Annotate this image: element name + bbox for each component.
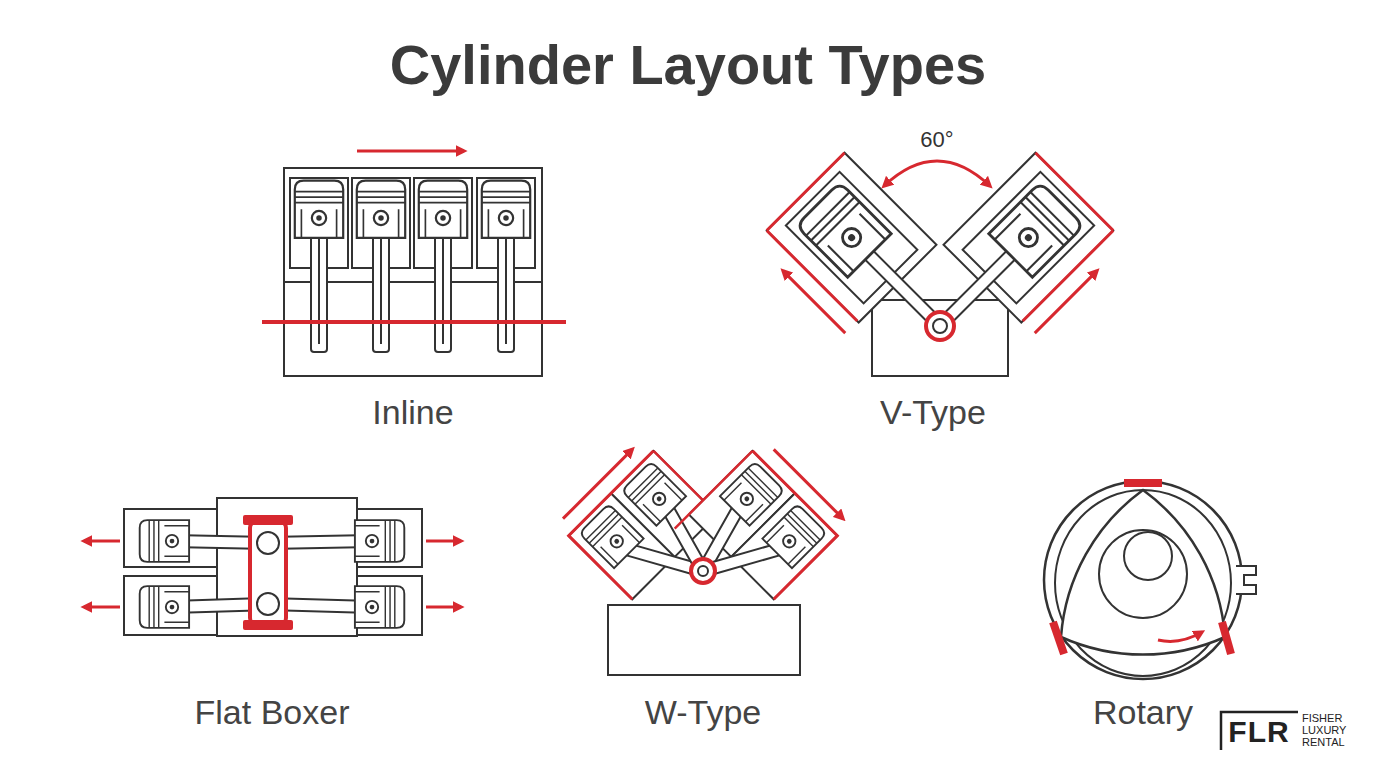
motion-arrow bbox=[563, 449, 632, 518]
bank-outline bbox=[1023, 231, 1114, 322]
piston bbox=[419, 181, 467, 238]
bank-outline bbox=[689, 451, 837, 599]
engine-block bbox=[284, 168, 542, 376]
crank-pin bbox=[933, 319, 947, 333]
motion-arrow bbox=[774, 449, 843, 518]
bank-outline bbox=[1035, 153, 1113, 231]
crank-journal bbox=[691, 559, 715, 583]
motion-arrow bbox=[783, 271, 845, 333]
rod-slot bbox=[318, 236, 320, 344]
piston bbox=[989, 182, 1084, 277]
rotor bbox=[1061, 490, 1225, 655]
engine-block bbox=[608, 605, 800, 675]
crank-pin bbox=[257, 593, 279, 615]
rotation-arrow bbox=[1158, 632, 1202, 641]
motion-arrow bbox=[84, 606, 120, 609]
piston bbox=[357, 181, 405, 238]
rod-slot bbox=[442, 236, 444, 344]
piston bbox=[295, 181, 343, 238]
layout-caption: Rotary bbox=[1093, 693, 1193, 732]
rod-slot bbox=[380, 236, 382, 344]
diagram-title: Cylinder Layout Types bbox=[0, 30, 1376, 100]
flat-boxer-engine bbox=[84, 498, 461, 636]
inline-engine bbox=[262, 151, 566, 376]
cylinder-bank bbox=[755, 153, 979, 377]
bank-outline bbox=[767, 231, 858, 322]
connecting-rod bbox=[861, 247, 940, 326]
motion-arrow bbox=[84, 540, 120, 543]
connecting-rod bbox=[373, 228, 389, 352]
motion-arrow bbox=[426, 606, 461, 609]
apex-seal bbox=[1222, 622, 1231, 654]
angle-label: 60° bbox=[920, 127, 953, 153]
cylinder-bank bbox=[668, 439, 849, 620]
piston bbox=[482, 181, 530, 238]
piston bbox=[140, 520, 189, 562]
layout-caption: Flat Boxer bbox=[195, 693, 350, 732]
crank-web bbox=[243, 620, 293, 630]
w-type-engine bbox=[557, 439, 848, 675]
piston bbox=[622, 461, 686, 525]
crankshaft bbox=[250, 522, 286, 624]
cylinder-bank bbox=[901, 153, 1125, 377]
eccentric-shaft bbox=[1124, 532, 1172, 580]
connecting-rods bbox=[311, 228, 514, 352]
piston bbox=[762, 504, 826, 568]
angle-arrow bbox=[884, 161, 990, 186]
layout-caption: V-Type bbox=[880, 393, 986, 432]
motion-arrow bbox=[426, 540, 461, 543]
crank-pin bbox=[698, 566, 708, 576]
rod-slot bbox=[505, 236, 507, 344]
connecting-rod bbox=[498, 228, 514, 352]
v-type-engine bbox=[755, 153, 1126, 377]
crankcase bbox=[217, 498, 357, 636]
crank-journal bbox=[926, 312, 954, 340]
layout-caption: W-Type bbox=[645, 693, 762, 732]
housing-bore bbox=[1055, 490, 1231, 676]
piston bbox=[579, 504, 643, 568]
piston bbox=[355, 586, 404, 628]
bank-outline bbox=[569, 451, 717, 599]
connecting-rod bbox=[435, 228, 451, 352]
housing-port bbox=[1236, 566, 1256, 594]
bank-outline bbox=[675, 451, 753, 529]
bank-outline bbox=[767, 153, 845, 231]
crank-pin bbox=[257, 532, 279, 554]
connecting-rod bbox=[861, 247, 940, 326]
motion-arrow bbox=[1035, 271, 1097, 333]
logo-frame bbox=[1221, 712, 1298, 750]
motion-arrow bbox=[357, 150, 464, 153]
logo-mark: FLR bbox=[1228, 715, 1289, 749]
connecting-rod bbox=[940, 247, 1019, 326]
piston bbox=[796, 182, 891, 277]
connecting-rod bbox=[940, 247, 1019, 326]
layout-caption: Inline bbox=[372, 393, 453, 432]
connecting-rod bbox=[311, 228, 327, 352]
piston bbox=[140, 586, 189, 628]
piston bbox=[720, 461, 784, 525]
crank-web bbox=[243, 515, 293, 525]
brand-name: FISHER LUXURY RENTAL bbox=[1302, 712, 1360, 748]
engine-block bbox=[872, 300, 1008, 376]
piston bbox=[355, 520, 404, 562]
rotary-engine bbox=[1044, 481, 1256, 679]
rotor-housing bbox=[1044, 481, 1242, 679]
crankshaft bbox=[262, 320, 566, 324]
apex-seal bbox=[1053, 622, 1064, 654]
rotor-gear bbox=[1099, 530, 1187, 618]
apex-seal bbox=[1124, 479, 1162, 487]
